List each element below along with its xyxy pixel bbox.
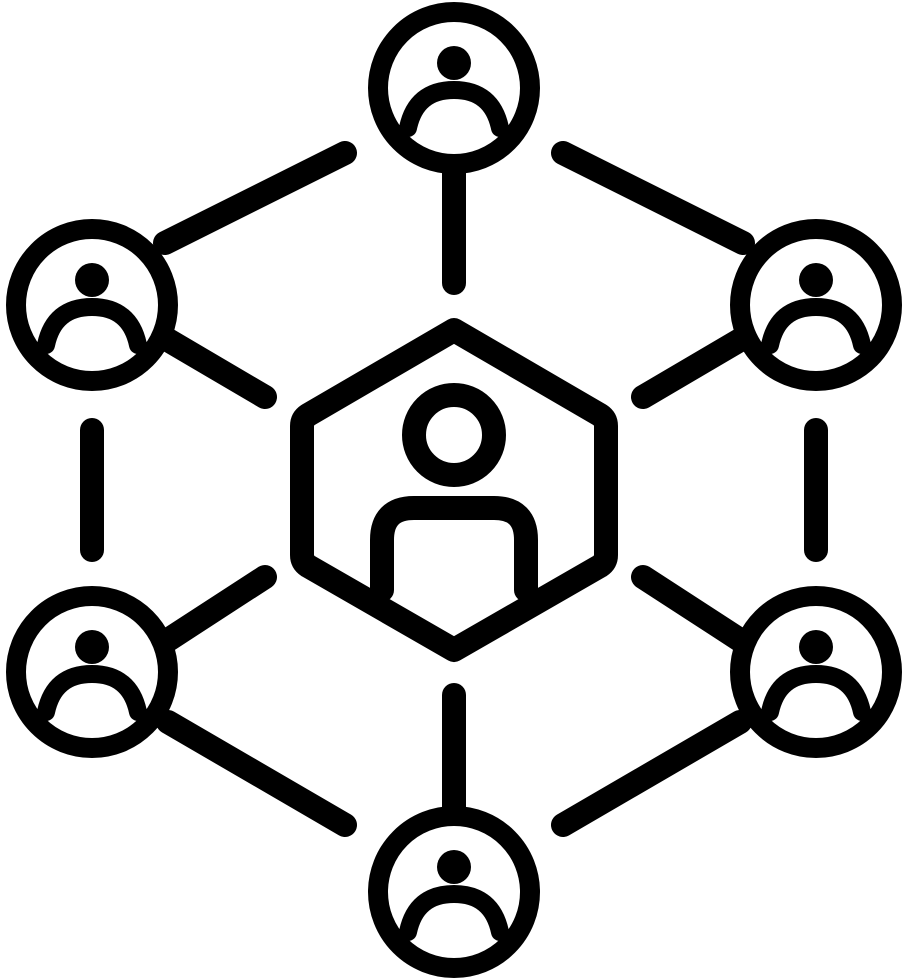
center-person-hexagon xyxy=(290,318,618,662)
edge-top-left-to-top xyxy=(153,141,357,255)
center-person-body xyxy=(370,496,538,602)
user-icon-head xyxy=(799,263,833,297)
edge-bottom-right-to-bottom xyxy=(551,710,752,837)
user-icon-body xyxy=(761,297,871,354)
user-icon-body xyxy=(399,884,509,941)
user-icon-body xyxy=(37,664,147,721)
hexagon-outline xyxy=(290,318,618,662)
user-icon-body xyxy=(37,297,147,354)
bottom-user-node xyxy=(368,806,540,978)
spoke-top-right xyxy=(631,328,752,409)
user-icon-body xyxy=(399,80,509,137)
user-icon-head xyxy=(437,46,471,80)
outer-connection-lines xyxy=(80,141,828,837)
center-person-head xyxy=(402,383,506,487)
spoke-bottom-left xyxy=(156,565,277,652)
spoke-bottom-right xyxy=(631,565,752,652)
spoke-top-left xyxy=(156,328,277,409)
edge-bottom-left-to-bottom xyxy=(156,710,357,837)
user-icon-head xyxy=(437,850,471,884)
user-icon-head xyxy=(799,630,833,664)
bottom-left-user-node xyxy=(6,586,178,758)
top-right-user-node xyxy=(730,219,902,391)
edge-top-to-top-right xyxy=(551,141,755,255)
top-left-user-node xyxy=(6,219,178,391)
user-icon-head xyxy=(75,263,109,297)
top-user-node xyxy=(368,2,540,174)
outer-user-nodes xyxy=(6,2,902,978)
bottom-right-user-node xyxy=(730,586,902,758)
user-icon-body xyxy=(761,664,871,721)
user-icon-head xyxy=(75,630,109,664)
center-connection-lines xyxy=(156,158,752,820)
